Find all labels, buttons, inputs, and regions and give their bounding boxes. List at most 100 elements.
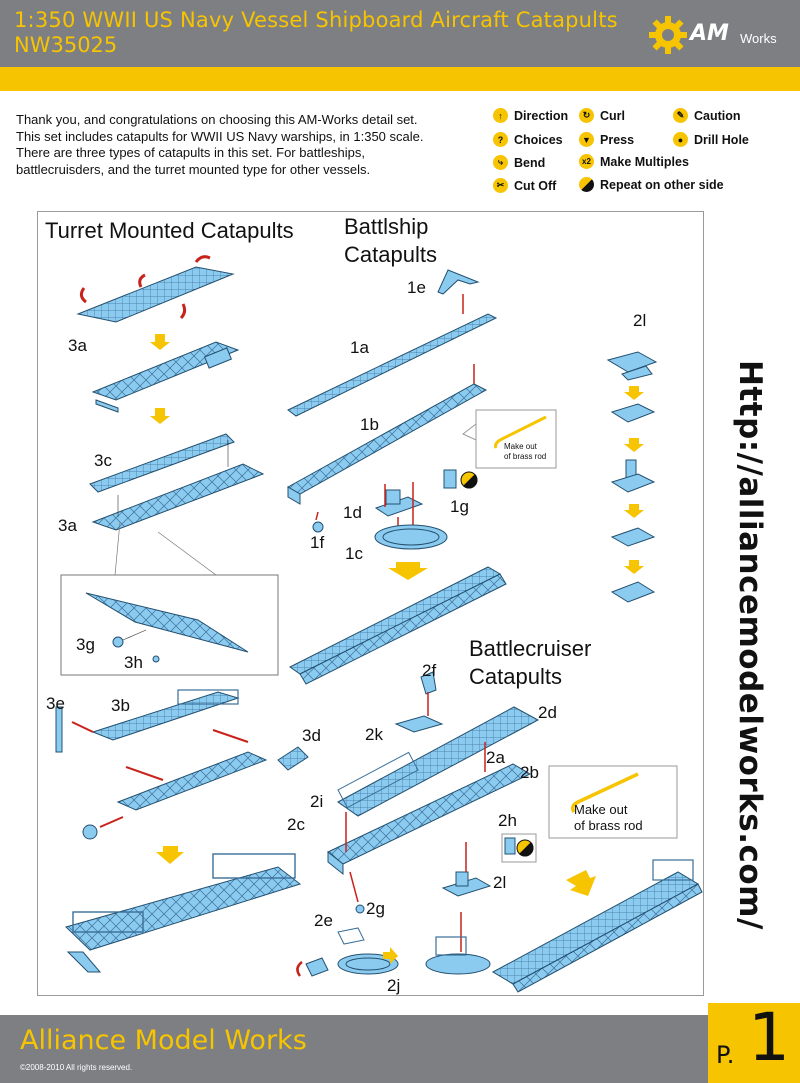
part-label-3g: 3g <box>76 635 95 654</box>
legend-label: Make Multiples <box>600 154 689 169</box>
step-arrow <box>388 562 428 580</box>
rod-note-line-1: Make out <box>504 442 537 451</box>
part-label-2c: 2c <box>287 815 305 834</box>
legend-repeat: Repeat on other side <box>579 177 724 192</box>
intro-line: battlecruisders, and the turret mounted … <box>16 161 371 177</box>
part-label-2f: 2f <box>422 661 437 680</box>
part-label-1f: 1f <box>310 533 325 552</box>
section-title-battleship-2: Catapults <box>344 242 437 267</box>
part-label-2k: 2k <box>365 725 383 744</box>
section-title-battlecruiser: Battlecruiser <box>469 636 592 661</box>
part-label-2j: 2j <box>387 976 401 995</box>
intro-line: Thank you, and congratulations on choosi… <box>16 112 418 127</box>
step-arrow <box>156 846 184 864</box>
bend-icon: ⤷ <box>493 155 508 170</box>
legend-label: Repeat on other side <box>600 177 724 192</box>
company-name: Alliance Model Works <box>20 1025 307 1056</box>
part-label-2b: 2b <box>520 763 539 782</box>
part-label-1b: 1b <box>360 415 379 434</box>
rod-note-2-line-2: of brass rod <box>574 818 643 833</box>
curl-icon: ↻ <box>579 108 594 123</box>
legend-bend: ⤷ Bend <box>493 155 545 170</box>
legend-drill-hole: ● Drill Hole <box>673 132 749 147</box>
battlecruiser-2j-result <box>425 936 491 975</box>
make-multiples-icon: x2 <box>579 154 594 169</box>
part-label-2l-top: 2l <box>633 311 647 330</box>
part-label-3c: 3c <box>94 451 112 470</box>
battleship-1b-frame <box>286 364 488 533</box>
battlecruiser-2e-part <box>296 927 399 977</box>
document-title: 1:350 WWII US Navy Vessel Shipboard Airc… <box>14 8 618 32</box>
press-icon: ▼ <box>579 132 594 147</box>
am-works-logo: AM Works <box>648 10 788 60</box>
website-url: Http://alliancemodelworks.com/ <box>720 360 780 930</box>
legend-make-multiples: x2 Make Multiples <box>579 154 689 169</box>
legend-label: Choices <box>514 132 563 147</box>
part-label-2h: 2h <box>498 811 517 830</box>
symbol-legend: ↑ Direction ? Choices ⤷ Bend ✂ Cut Off ↻… <box>493 108 793 198</box>
logo-am-text: AM <box>690 21 729 46</box>
page-number-box: P. 1 <box>708 999 800 1083</box>
rod-note-box <box>548 765 678 839</box>
part-label-2a: 2a <box>486 748 505 767</box>
part-label-3d: 3d <box>302 726 321 745</box>
product-code: NW35025 <box>14 33 118 57</box>
footer-bar: Alliance Model Works ©2008-2010 All righ… <box>0 1015 800 1083</box>
section-title-battleship: Battlship <box>344 214 429 239</box>
page-prefix: P. <box>716 1041 735 1069</box>
battleship-1e-part <box>437 269 480 314</box>
part-label-2g: 2g <box>366 899 385 918</box>
legend-curl: ↻ Curl <box>579 108 625 123</box>
battlecruiser-2d-deck <box>337 706 540 817</box>
part-label-3b: 3b <box>111 696 130 715</box>
part-label-2e: 2e <box>314 911 333 930</box>
part-label-2l-bottom: 2l <box>493 873 507 892</box>
battlecruiser-2l-part <box>441 842 492 952</box>
instruction-panel: Turret Mounted Catapults Battlship Catap… <box>37 211 704 996</box>
battlecruiser-final <box>491 859 703 993</box>
gold-band <box>0 67 800 91</box>
section-title-turret: Turret Mounted Catapults <box>45 218 294 243</box>
intro-line: There are three types of catapults in th… <box>16 145 366 160</box>
legend-label: Caution <box>694 108 741 123</box>
step-2l-sequence <box>606 351 658 603</box>
turret-step-3 <box>89 433 265 531</box>
gear-icon <box>649 16 687 54</box>
part-label-3h: 3h <box>124 653 143 672</box>
battlecruiser-2f-part <box>420 671 437 695</box>
legend-label: Direction <box>514 108 569 123</box>
repeat-other-side-icon <box>579 177 594 192</box>
legend-label: Curl <box>600 108 625 123</box>
legend-direction: ↑ Direction <box>493 108 568 123</box>
legend-caution: ✎ Caution <box>673 108 741 123</box>
step-arrow <box>150 408 170 424</box>
rod-note-2-line-1: Make out <box>574 802 628 817</box>
step-arrow <box>150 334 170 350</box>
part-label-2d: 2d <box>538 703 557 722</box>
part-label-1e: 1e <box>407 278 426 297</box>
battlecruiser-2k-part <box>394 692 444 733</box>
drill-hole-icon: ● <box>673 132 688 147</box>
battleship-final <box>289 566 507 685</box>
part-label-1g: 1g <box>450 497 469 516</box>
turret-final <box>65 853 302 973</box>
legend-press: ▼ Press <box>579 132 634 147</box>
part-label-3e: 3e <box>46 694 65 713</box>
brass-rod-icon <box>494 415 547 449</box>
logo-works-text: Works <box>740 31 777 46</box>
direction-icon: ↑ <box>493 108 508 123</box>
part-label-1d: 1d <box>343 503 362 522</box>
intro-text: Thank you, and congratulations on choosi… <box>16 112 496 178</box>
legend-cut-off: ✂ Cut Off <box>493 178 556 193</box>
section-title-battlecruiser-2: Catapults <box>469 664 562 689</box>
legend-label: Bend <box>514 155 546 170</box>
legend-label: Press <box>600 132 635 147</box>
battleship-1g-part <box>443 469 478 489</box>
part-label-2i: 2i <box>310 792 324 811</box>
battlecruiser-2a-frame <box>327 742 532 914</box>
caution-icon: ✎ <box>673 108 688 123</box>
legend-choices: ? Choices <box>493 132 563 147</box>
rod-note-line-2: of brass rod <box>504 452 547 461</box>
assembly-diagram <box>55 255 703 993</box>
website-url-text: Http://alliancemodelworks.com/ <box>732 360 768 930</box>
